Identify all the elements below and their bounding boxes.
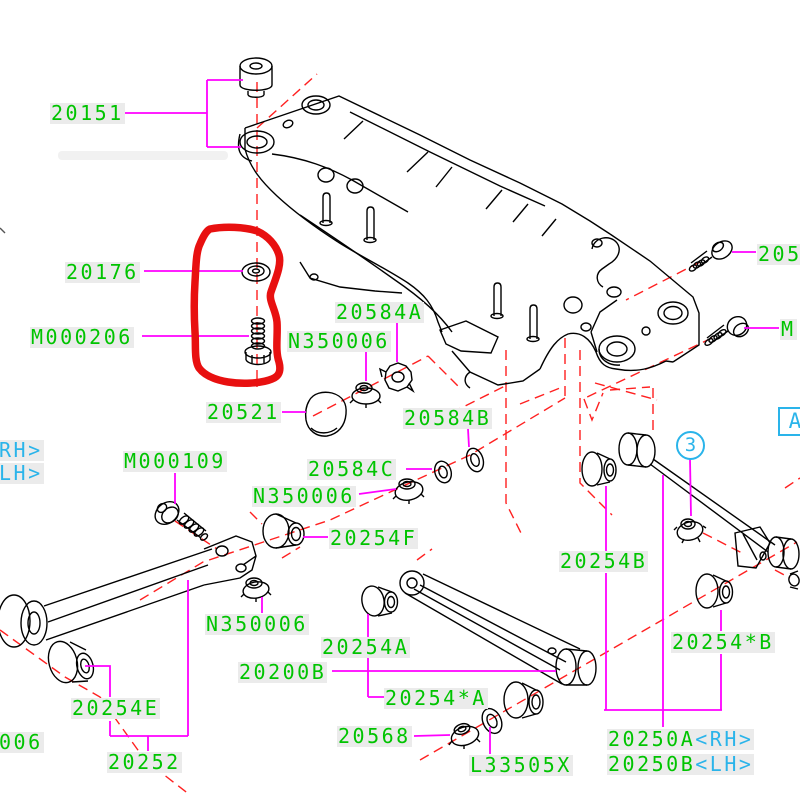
part-nut-20568 [448,722,481,749]
edge-label-006: 006 [0,730,44,754]
part-label-20254b: 20254B [559,549,649,573]
part-bolt-m000109 [154,500,209,541]
part-bolt-top-right [688,240,733,272]
part-label-20584a: 20584A [335,300,425,324]
part-washer-20584c [433,460,453,484]
part-cushion-20151 [239,57,273,98]
part-bushing-20254a [361,585,399,617]
part-label-l33505x: L33505X [469,753,573,777]
part-label-20254xa: 20254*A [384,686,488,710]
part-label-20254f: 20254F [329,526,419,550]
parts-drawings [0,57,800,749]
part-washer-20176 [241,262,271,282]
part-label-20200b: 20200B [238,660,328,684]
part-label-20176: 20176 [65,260,140,284]
part-label-20584c: 20584C [307,457,397,481]
part-lateral-link-20252 [0,535,257,648]
part-label-20254a: 20254A [321,635,411,659]
part-nut-n350006-middle [392,478,425,504]
part-nut-callout-3 [673,518,707,544]
part-bushing-20254e [47,640,95,684]
edge-label-rh: RH> [0,438,44,462]
side-tag-rh: <RH> [695,727,754,751]
part-bolt-mid-right [704,315,750,346]
part-bushing-20254b [581,451,617,487]
part-washer-l33505x [481,707,503,735]
part-label-n350006-lower: N350006 [205,612,309,636]
edge-label-lh: LH> [0,461,44,485]
scan-smudge [58,151,228,160]
part-fragment-right-edge [788,570,800,590]
part-label-20568: 20568 [337,724,412,748]
part-nut-n350006-upper [349,382,382,408]
side-tag-lh: <LH> [695,752,754,776]
part-toothed-washer-20584a [378,362,415,394]
part-label-20252: 20252 [107,750,182,774]
edge-artifact [0,227,6,234]
part-bushing-20254xb [695,573,734,609]
part-bushing-20254f [262,513,305,549]
part-cap-20521 [304,391,347,437]
callout-section-a: A [778,407,800,436]
part-label-20151: 20151 [50,101,125,125]
annotation-circle [190,223,284,387]
part-label-20250b-lh: 20250B<LH> [607,752,755,776]
part-label-m000109: M000109 [123,449,227,473]
part-nut-n350006-lower [240,577,272,602]
part-label-m000206: M000206 [30,325,134,349]
callout-number-3: 3 [676,431,705,460]
edge-label-205: 205 [757,244,800,265]
part-label-20584b: 20584B [403,406,493,430]
part-bolt-m000206 [244,317,272,366]
part-label-20254e: 20254E [71,696,161,720]
part-label-20521: 20521 [206,400,281,424]
part-number: 20250B [608,752,696,776]
part-label-20250a-rh: 20250A<RH> [607,727,755,751]
part-label-n350006-middle: N350006 [252,484,356,508]
part-rod-20250 [618,432,800,570]
part-arm-20200b [399,570,597,686]
part-number: 20250A [608,727,696,751]
part-label-20254xb: 20254*B [671,630,775,654]
part-label-n350006-upper: N350006 [287,329,391,353]
part-bushing-20254xa [503,681,544,719]
subframe-crossmember [237,95,700,389]
part-washer-20584b [465,447,485,473]
edge-label-m: M [780,317,797,341]
